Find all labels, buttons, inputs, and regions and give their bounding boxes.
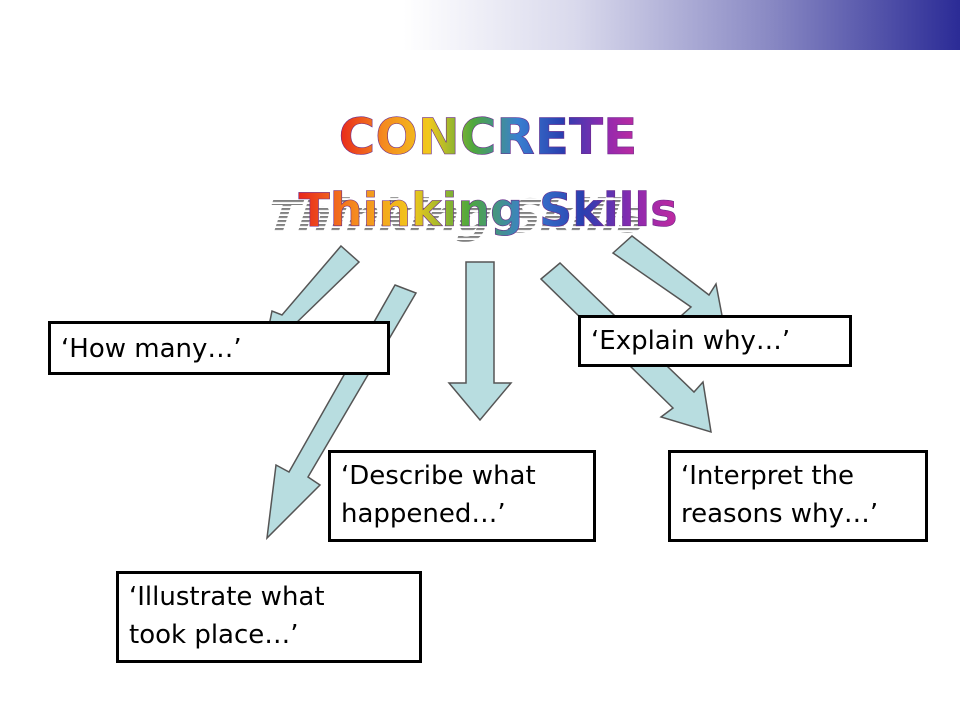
arrow-describe	[447, 261, 513, 422]
how-many-text: ‘How many…’	[61, 334, 242, 364]
box-illustrate: ‘Illustrate what took place…’	[116, 571, 422, 663]
illustrate-line2: took place…’	[129, 620, 299, 650]
title-line2: Thinking Skills	[298, 183, 677, 237]
title-line1: CONCRETE	[339, 108, 638, 166]
header-gradient-bar	[0, 0, 960, 50]
illustrate-line1: ‘Illustrate what	[129, 582, 325, 612]
box-how-many: ‘How many…’	[48, 321, 390, 375]
describe-line2: happened…’	[341, 499, 506, 529]
box-interpret: ‘Interpret the reasons why…’	[668, 450, 928, 542]
title-shadow: Thinking Skills	[259, 190, 655, 244]
explain-why-text: ‘Explain why…’	[591, 326, 791, 356]
describe-line1: ‘Describe what	[341, 461, 536, 491]
title-wordart: Thinking Skills CONCRETE Thinking Skills	[259, 108, 678, 244]
interpret-line2: reasons why…’	[681, 499, 879, 529]
interpret-line1: ‘Interpret the	[681, 461, 855, 491]
box-explain-why: ‘Explain why…’	[578, 315, 852, 367]
arrow-explain-why	[611, 235, 725, 327]
box-describe: ‘Describe what happened…’	[328, 450, 596, 542]
